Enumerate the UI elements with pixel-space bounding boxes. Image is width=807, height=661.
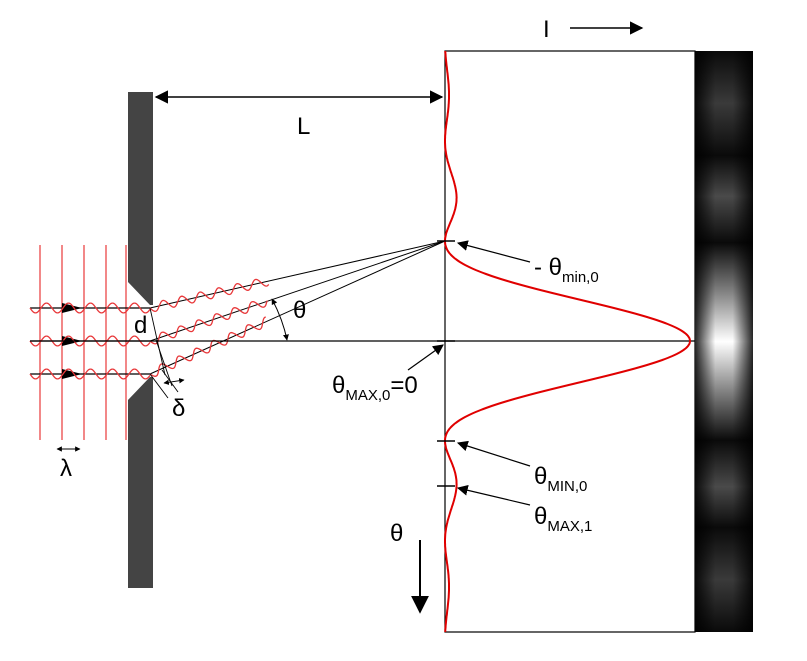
theta-angle-label: θ [293, 297, 306, 324]
wavelength-label: λ [60, 455, 72, 482]
theta-min0-label: θMIN,0 [534, 463, 587, 495]
incident-waves [29, 302, 151, 380]
diffracted-rays [149, 240, 446, 375]
theta-angle-arc [271, 298, 289, 341]
distance-L-label: L [297, 113, 310, 140]
neg-theta-min0-label: - θmin,0 [534, 254, 599, 286]
annotation-pointers [407, 240, 531, 506]
theta-axis-label: θ [390, 520, 403, 547]
path-difference-construction [149, 307, 179, 399]
slit-width-label: d [134, 312, 147, 339]
intensity-label: I [543, 16, 550, 43]
delta-arrow [163, 378, 185, 385]
slit-barrier [128, 92, 153, 588]
theta-max0-label: θMAX,0=0 [332, 372, 418, 404]
fringe-pattern [695, 51, 753, 632]
screen-ticks [437, 240, 455, 487]
theta-max1-label: θMAX,1 [534, 503, 592, 535]
diffracted-waves [149, 278, 270, 377]
path-difference-label: δ [172, 395, 185, 422]
intensity-curve [444, 51, 692, 633]
